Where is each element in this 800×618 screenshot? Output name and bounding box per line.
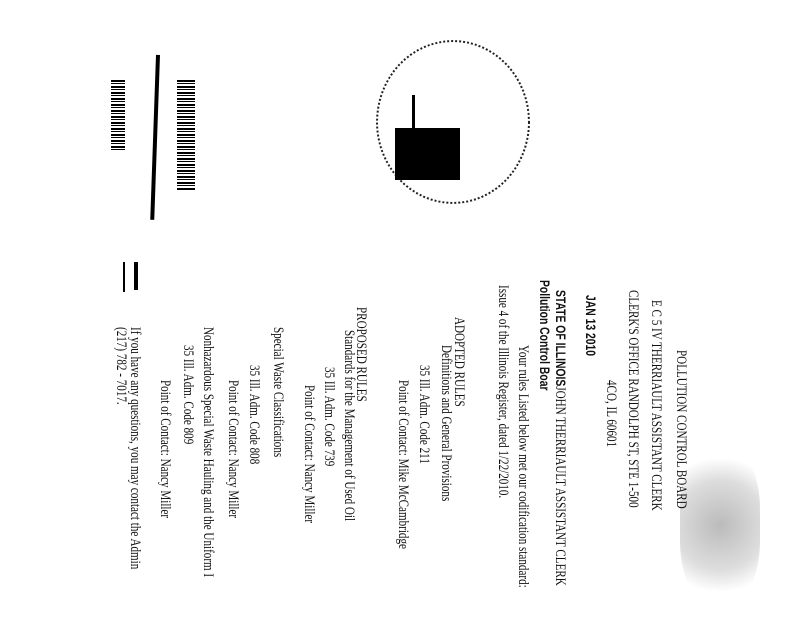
state-of-illinois: STATE OF ILLINOIS — [553, 290, 569, 387]
proposed-title: Special Waste Classifications — [270, 327, 286, 458]
proposed-contact: Point of Contact: Nancy Miller — [157, 380, 173, 519]
proposed-code: 35 Ill. Adm. Code 739 — [321, 367, 337, 467]
scan-mark — [134, 262, 138, 290]
adopted-contact: Point of Contact: Mike McCambridge — [395, 380, 411, 549]
board-name: POLLUTION CONTROL BOARD — [673, 350, 689, 509]
proposed-code: 35 Ill. Adm. Code 808 — [246, 365, 262, 465]
phone-line: (217) 782 - 7017. — [113, 327, 129, 405]
intro-line1: Your rules Listed below met our codifica… — [515, 345, 531, 588]
proposed-contact: Point of Contact: Nancy Miller — [301, 385, 317, 524]
scan-mark — [123, 262, 125, 292]
proposed-title: Standards for the Management of Used Oil — [341, 330, 357, 522]
received-line: E C 5 IV THERRIAULT ASSISTANT CLERK — [648, 300, 664, 511]
proposed-code: 35 Ill. Adm. Code 809 — [180, 345, 196, 445]
signature-line — [150, 54, 160, 220]
city-line: 4CO, IL 60601 — [603, 380, 619, 448]
barcode-text-2 — [111, 80, 125, 150]
received-stamp-smudge — [680, 445, 760, 605]
seal-line — [412, 95, 415, 140]
intro-line2: Issue 4 of the Illinois Register, dated … — [495, 285, 511, 499]
office-line: CLERK'S OFFICE RANDOLPH ST, STE 1-500 — [625, 290, 641, 508]
adopted-title: Definitions and General Provisions — [438, 345, 454, 502]
addressee-line1: STATE OF ILLINOISJOHN THERRIAULT ASSISTA… — [552, 290, 569, 586]
addressee-line2: Pollution Control Boar — [537, 280, 553, 391]
questions-line: If you have any questions, you may conta… — [127, 327, 143, 570]
adopted-code: 35 Ill. Adm. Code 211 — [416, 365, 432, 464]
proposed-title: Nonhazardous Special Waste Hauling and t… — [200, 327, 216, 578]
proposed-contact: Point of Contact: Nancy Miller — [225, 380, 241, 519]
date-stamp: JAN 13 2010 — [583, 295, 599, 357]
barcode-text-1 — [177, 80, 195, 190]
redaction-block — [395, 128, 460, 180]
addressee-name: JOHN THERRIAULT ASSISTANT CLERK — [552, 386, 568, 586]
